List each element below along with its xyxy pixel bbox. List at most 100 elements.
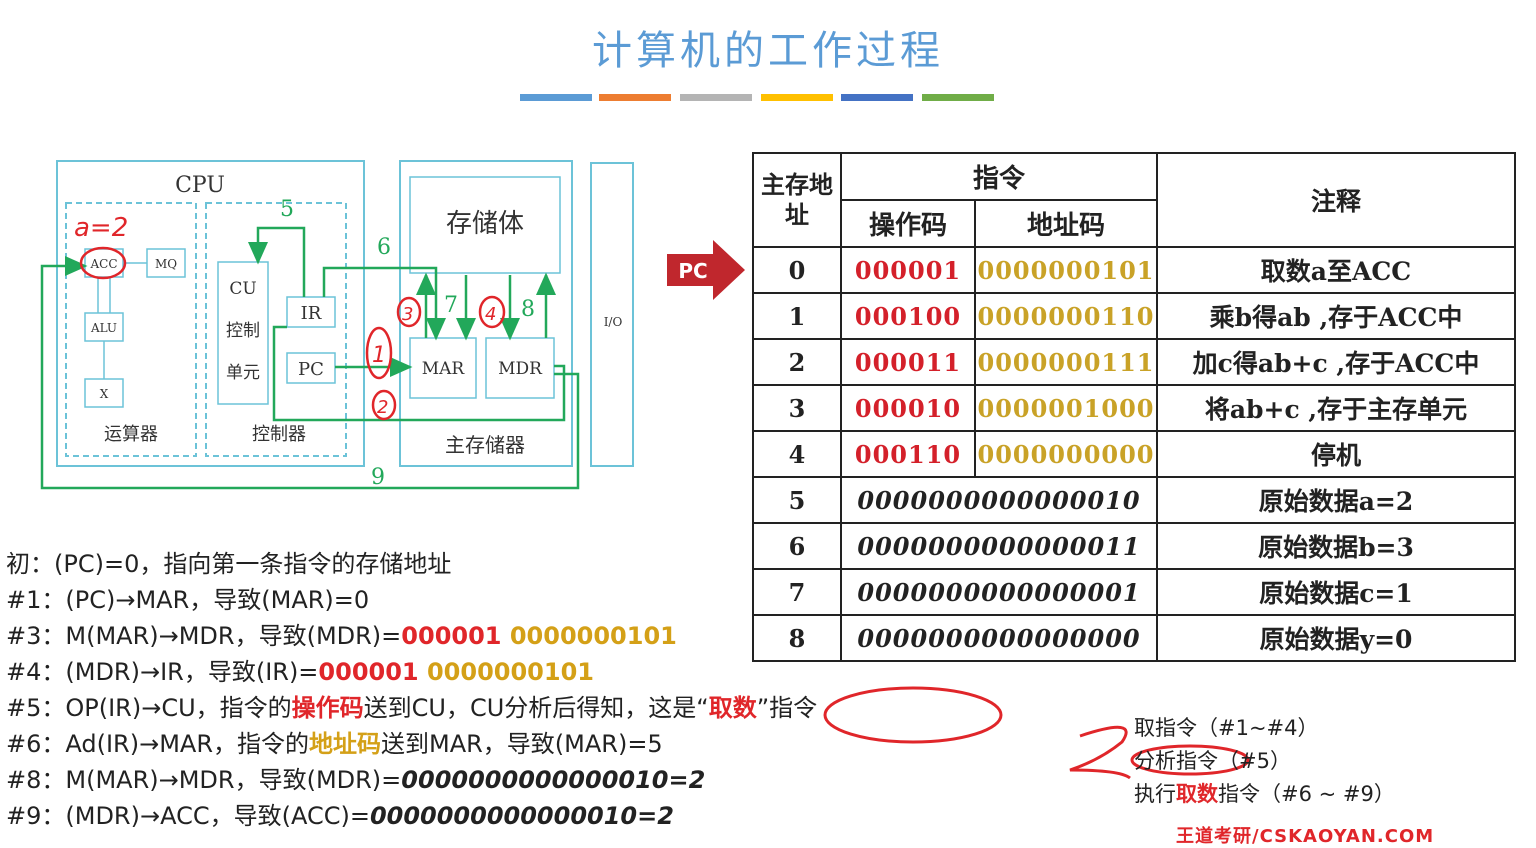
table-row: 3 000010 0000001000 将ab+c ,存于主存单元 [752,384,1516,432]
row-address: 3 [752,384,842,432]
table-row: 7 0000000000000001 原始数据c=1 [752,568,1516,616]
opcode-highlight: 操作码 [291,694,364,722]
row-opcode: 000011 [840,338,976,386]
color-bar-segment [841,94,913,101]
handwritten-step-4: 4 [485,304,496,325]
table-row: 4 000110 0000000000 停机 [752,430,1516,478]
ir-label: IR [301,303,322,324]
step-text: 送到MAR，导致(MAR)=5 [381,730,663,758]
cpu-box [56,160,365,467]
mar-label: MAR [422,359,466,379]
row-data: 0000000000000010 [840,476,1158,524]
x-label: X [100,387,109,401]
row-opcode: 000100 [840,292,976,340]
step-label-6: 6 [377,235,391,260]
handwritten-circle [823,686,1003,744]
summary-highlight: 取数 [1176,782,1218,806]
color-bar-segment [520,94,592,101]
io-label: I/O [604,315,623,329]
table-row: 5 0000000000000010 原始数据a=2 [752,476,1516,524]
handwritten-step-2: 2 [377,397,388,418]
row-data: 0000000000000000 [840,614,1158,662]
cu-label-3: 单元 [226,363,260,383]
header-address-code: 地址码 [974,199,1158,248]
step-text: ”指令 [756,694,818,722]
step-text: #6：Ad(IR)→MAR，指令的 [6,730,309,758]
color-bar-segment [599,94,671,101]
row-address: 8 [752,614,842,662]
handwritten-step-1: 1 [372,343,386,368]
row-address-code: 0000000000 [974,430,1158,478]
mdr-label: MDR [498,359,543,379]
pc-pointer-arrow: PC [667,240,745,300]
controller-box [205,202,347,457]
address-code-value: 0000000101 [501,622,677,650]
row-opcode: 000010 [840,384,976,432]
ir-box [286,296,336,328]
handwritten-step-3: 3 [402,304,413,325]
mdr-box [485,337,555,399]
phase-summary: 取指令（#1~#4） 分析指令（#5） 执行取数指令（#6 ~ #9） [1134,712,1395,811]
io-box [590,162,634,467]
step-text: #5：OP(IR)→CU，指令的 [6,694,292,722]
address-code-highlight: 地址码 [309,730,381,758]
controller-label: 控制器 [252,424,306,445]
step-init: 初：(PC)=0，指向第一条指令的存储地址 [6,546,817,582]
row-address-code: 0000000101 [974,246,1158,294]
step-text: #3：M(MAR)→MDR，导致(MDR)= [6,622,402,650]
step-text: 送到CU，CU分析后得知，这是“ [363,694,709,722]
step-8: #8：M(MAR)→MDR，导致(MDR)=0000000000000010=2 [6,762,817,798]
row-address-code: 0000001000 [974,384,1158,432]
row-note: 将ab+c ,存于主存单元 [1156,384,1516,432]
pc-label: PC [298,359,324,380]
cu-box [217,261,269,405]
row-address: 6 [752,522,842,570]
table-row: 6 0000000000000011 原始数据b=3 [752,522,1516,570]
acc-label: ACC [89,257,117,271]
mq-label: MQ [155,257,177,271]
table-row: 0 000001 0000000101 取数a至ACC [752,246,1516,294]
row-address: 0 [752,246,842,294]
step-6: #6：Ad(IR)→MAR，指令的地址码送到MAR，导致(MAR)=5 [6,726,817,762]
cu-label-2: 控制 [226,321,260,341]
step-4: #4：(MDR)→IR，导致(IR)=000001 0000000101 [6,654,817,690]
summary-analyze: 分析指令（#5） [1134,749,1291,773]
data-value: 0000000000000010=2 [369,802,674,830]
row-note: 加c得ab+c ,存于ACC中 [1156,338,1516,386]
step-text: 初：(PC)=0，指向第一条指令的存储地址 [6,550,452,578]
row-address: 5 [752,476,842,524]
row-address: 7 [752,568,842,616]
row-data: 0000000000000011 [840,522,1158,570]
execution-steps: 初：(PC)=0，指向第一条指令的存储地址 #1：(PC)→MAR，导致(MAR… [6,546,817,834]
step-text: #8：M(MAR)→MDR，导致(MDR)= [6,766,402,794]
page-title: 计算机的工作过程 [592,28,944,74]
row-address-code: 0000000110 [974,292,1158,340]
row-data: 0000000000000001 [840,568,1158,616]
step-5: #5：OP(IR)→CU，指令的操作码送到CU，CU分析后得知，这是“取数”指令 [6,690,817,726]
alu-unit-box [65,202,197,457]
step-text: #4：(MDR)→IR，导致(IR)= [6,658,319,686]
instruction-table: 主存地址 指令 注释 操作码 地址码 0 000001 0000000101 取… [752,152,1516,662]
row-address: 4 [752,430,842,478]
step-text: #9：(MDR)→ACC，导致(ACC)= [6,802,370,830]
data-value: 0000000000000010=2 [401,766,706,794]
main-memory-label: 主存储器 [445,433,525,457]
color-bar-segment [680,94,752,101]
summary-fetch: 取指令（#1~#4） [1134,716,1319,740]
watermark: 王道考研/CSKAOYAN.COM [1176,826,1435,847]
row-address-code: 0000000111 [974,338,1158,386]
storage-body-label: 存储体 [446,209,524,239]
summary-text: 执行 [1134,782,1176,806]
row-address: 2 [752,338,842,386]
storage-body-box [409,176,561,274]
table-row: 8 0000000000000000 原始数据y=0 [752,614,1516,662]
header-note: 注释 [1156,152,1516,248]
row-note: 原始数据a=2 [1156,476,1516,524]
summary-execute: 执行取数指令（#6 ~ #9） [1134,778,1395,811]
header-opcode: 操作码 [840,199,976,248]
summary-text: 指令（#6 ~ #9） [1218,782,1395,806]
row-opcode: 000001 [840,246,976,294]
step-1: #1：(PC)→MAR，导致(MAR)=0 [6,582,817,618]
step-text: #1：(PC)→MAR，导致(MAR)=0 [6,586,370,614]
